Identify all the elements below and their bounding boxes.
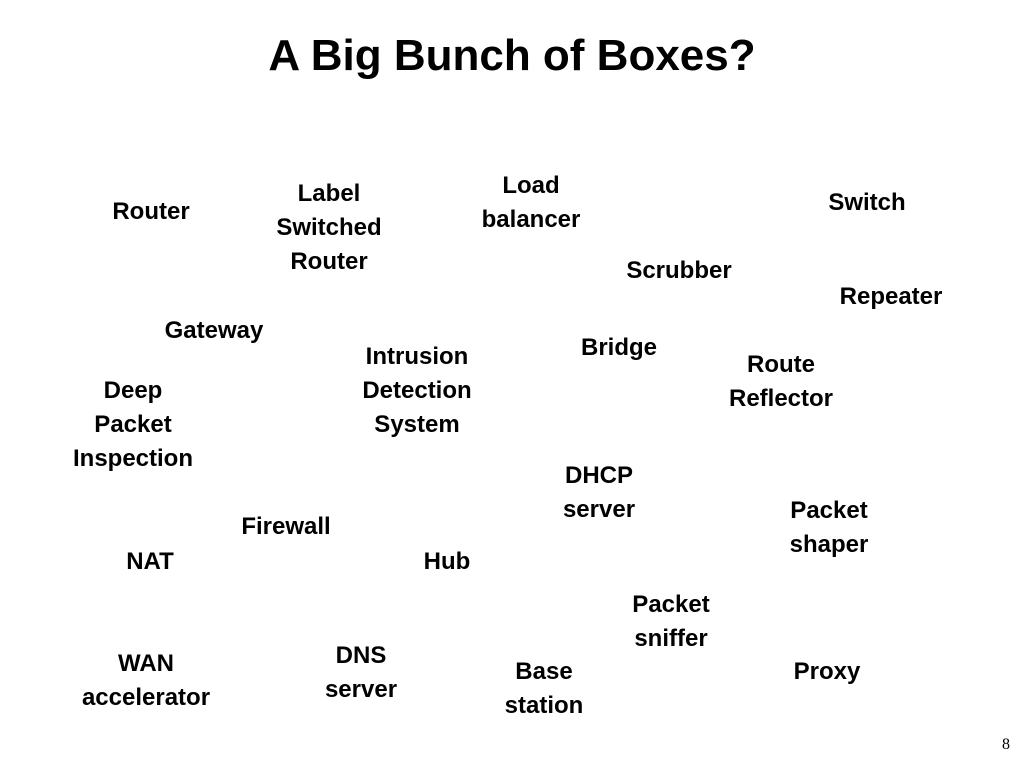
- term-base-station: Base station: [504, 658, 584, 719]
- term-nat: NAT: [126, 548, 174, 575]
- term-bridge: Bridge: [580, 334, 658, 361]
- term-packet-shaper: Packet shaper: [789, 497, 869, 558]
- term-gateway: Gateway: [164, 317, 264, 344]
- term-router: Router: [112, 198, 190, 225]
- term-wan-accelerator: WAN accelerator: [81, 650, 211, 711]
- term-intrusion-detection-system: Intrusion Detection System: [362, 343, 472, 438]
- term-scrubber: Scrubber: [626, 257, 732, 284]
- term-load-balancer: Load balancer: [481, 172, 581, 233]
- term-dhcp-server: DHCP server: [562, 462, 636, 523]
- term-dns-server: DNS server: [324, 642, 398, 703]
- term-route-reflector: Route Reflector: [728, 351, 834, 412]
- term-packet-sniffer: Packet sniffer: [632, 591, 710, 652]
- term-repeater: Repeater: [839, 283, 943, 310]
- term-hub: Hub: [423, 548, 471, 575]
- term-switch: Switch: [828, 189, 906, 216]
- page-number: 8: [1002, 736, 1010, 753]
- term-deep-packet-inspection: Deep Packet Inspection: [72, 377, 194, 472]
- term-proxy: Proxy: [793, 658, 861, 685]
- slide-title: A Big Bunch of Boxes?: [268, 31, 756, 80]
- term-label-switched-router: Label Switched Router: [276, 180, 382, 275]
- term-firewall: Firewall: [241, 513, 331, 540]
